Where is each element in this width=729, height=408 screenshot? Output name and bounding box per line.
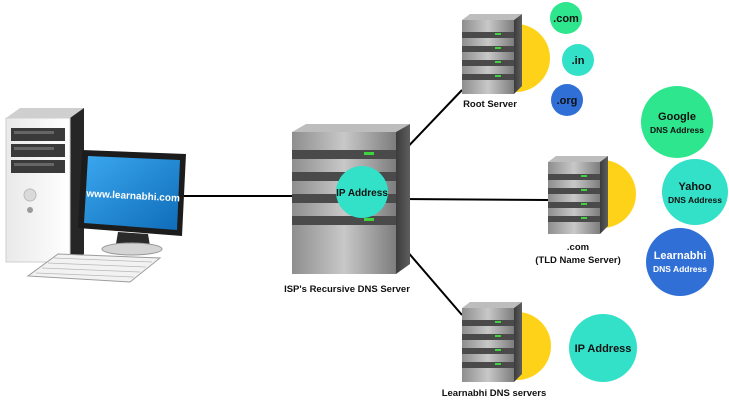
auth-server bbox=[462, 302, 637, 382]
connection-lines bbox=[178, 89, 549, 316]
auth-ip-bubble bbox=[569, 314, 637, 382]
tld-google-title: Google bbox=[658, 111, 696, 123]
tld-server bbox=[548, 86, 728, 296]
isp-ip-bubble-text: IP Address bbox=[336, 188, 388, 199]
root-in-bubble bbox=[562, 44, 594, 76]
root-server-label: Root Server bbox=[463, 99, 517, 110]
isp-ip-bubble bbox=[336, 166, 388, 218]
tld-learnabhi-bubble bbox=[646, 228, 714, 296]
tld-server-label-line2: (TLD Name Server) bbox=[535, 255, 621, 266]
root-org-bubble bbox=[551, 84, 583, 116]
line-isp-tld bbox=[399, 198, 549, 201]
isp-server-label: ISP's Recursive DNS Server bbox=[284, 284, 410, 295]
line-isp-root bbox=[399, 89, 463, 156]
auth-server-label: Learnabhi DNS servers bbox=[441, 388, 547, 399]
tld-yahoo-sub: DNS Address bbox=[668, 195, 722, 205]
root-org-text: .org bbox=[557, 95, 578, 107]
tld-yahoo-bubble bbox=[662, 159, 728, 225]
screen-url-text: www.learnabhi.com bbox=[85, 189, 180, 205]
isp-server bbox=[292, 124, 410, 274]
tld-learnabhi-title: Learnabhi bbox=[654, 250, 707, 262]
tld-learnabhi-sub: DNS Address bbox=[653, 264, 707, 274]
root-server bbox=[462, 2, 594, 116]
root-com-bubble bbox=[550, 2, 582, 34]
root-in-text: .in bbox=[572, 55, 585, 67]
computer-illustration bbox=[5, 108, 186, 283]
tld-google-bubble bbox=[641, 86, 713, 158]
tld-server-label-line1: .com bbox=[566, 242, 590, 253]
line-isp-auth bbox=[399, 242, 463, 316]
auth-ip-bubble-text: IP Address bbox=[575, 343, 632, 355]
root-com-text: .com bbox=[553, 13, 579, 25]
tld-google-sub: DNS Address bbox=[650, 125, 704, 135]
tld-yahoo-title: Yahoo bbox=[678, 181, 711, 193]
